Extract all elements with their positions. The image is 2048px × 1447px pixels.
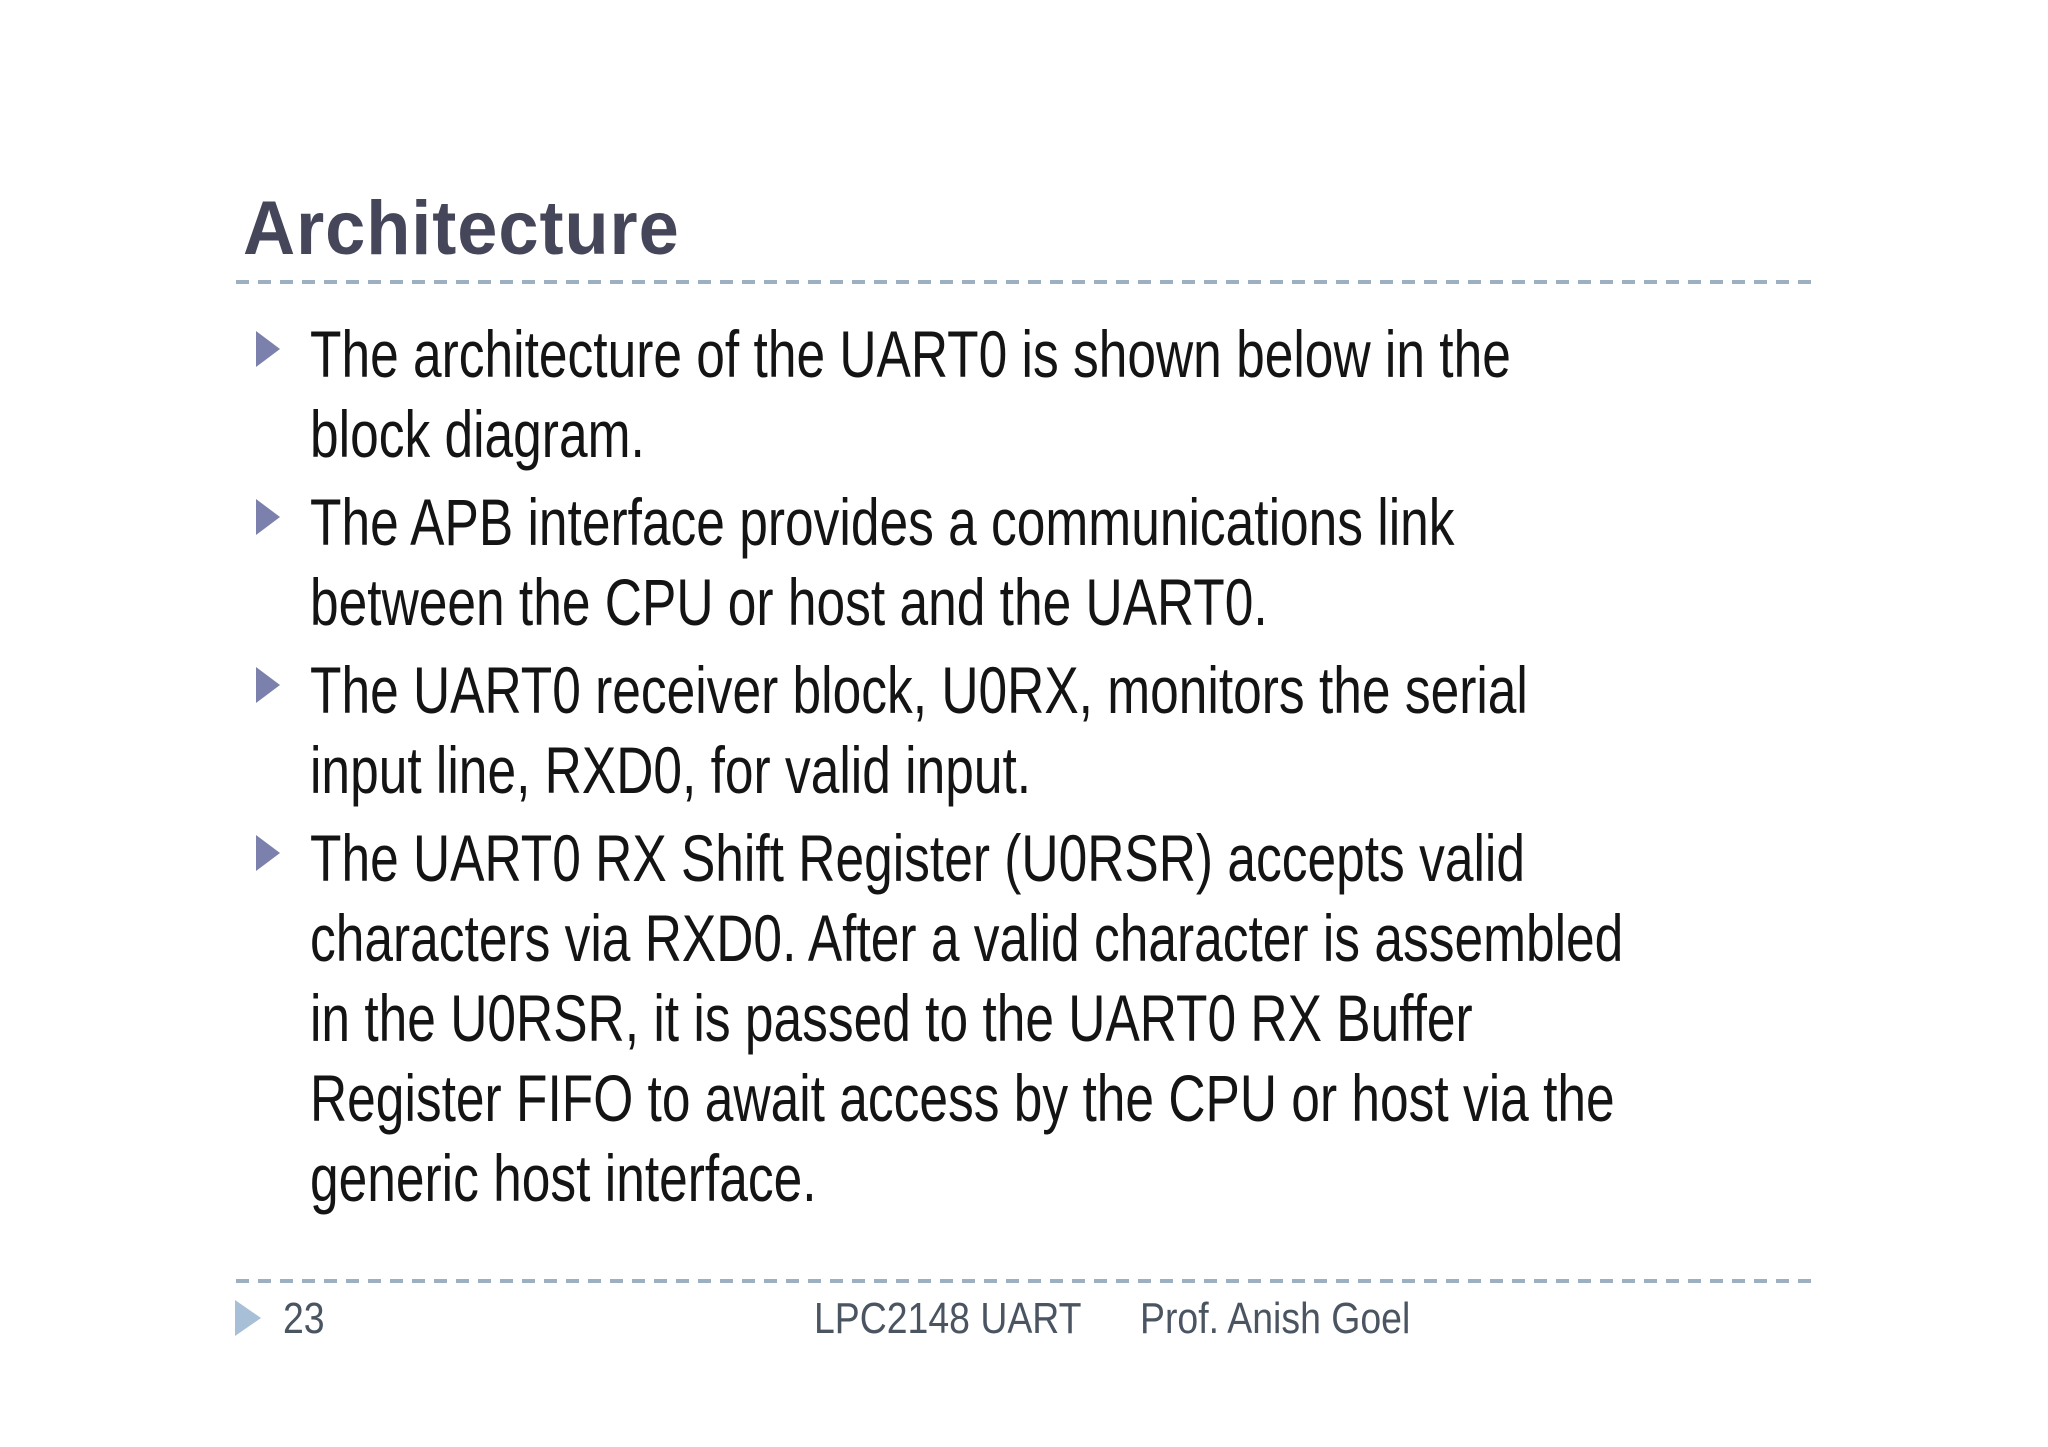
bullet-text-line: The APB interface provides a communicati… — [310, 485, 1455, 559]
bullet-text-line: The architecture of the UART0 is shown b… — [310, 317, 1511, 391]
bullet-item: The UART0 receiver block, U0RX, monitors… — [256, 650, 1856, 810]
bullet-text-line: The UART0 receiver block, U0RX, monitors… — [310, 653, 1528, 727]
bullet-text: The APB interface provides a communicati… — [310, 482, 1856, 642]
bullet-text: The UART0 RX Shift Register (U0RSR) acce… — [310, 818, 1994, 1218]
bullet-text-line: characters via RXD0. After a valid chara… — [310, 901, 1624, 975]
bullet-text-line: The UART0 RX Shift Register (U0RSR) acce… — [310, 821, 1525, 895]
bullet-arrow-icon — [256, 667, 280, 703]
bullet-text: The UART0 receiver block, U0RX, monitors… — [310, 650, 1871, 810]
page-number: 23 — [283, 1294, 325, 1343]
title-dashed-rule — [236, 280, 1814, 284]
bullet-text-line: generic host interface. — [310, 1141, 817, 1215]
bullet-arrow-icon — [256, 499, 280, 535]
footer-arrow-icon — [235, 1300, 261, 1336]
bullet-text-line: Register FIFO to await access by the CPU… — [310, 1061, 1615, 1135]
bullet-item: The APB interface provides a communicati… — [256, 482, 1856, 642]
footer-dashed-rule — [236, 1279, 1814, 1283]
bullet-text-line: between the CPU or host and the UART0. — [310, 565, 1268, 639]
bullet-text-line: input line, RXD0, for valid input. — [310, 733, 1032, 807]
bullet-list: The architecture of the UART0 is shown b… — [256, 314, 1856, 1226]
bullet-arrow-icon — [256, 835, 280, 871]
footer-author-label: Prof. Anish Goel — [1140, 1294, 1411, 1343]
bullet-arrow-icon — [256, 331, 280, 367]
page-title: Architecture — [243, 186, 680, 271]
bullet-item: The UART0 RX Shift Register (U0RSR) acce… — [256, 818, 1856, 1218]
bullet-item: The architecture of the UART0 is shown b… — [256, 314, 1856, 474]
footer-course-label: LPC2148 UART — [814, 1294, 1082, 1343]
bullet-text-line: in the U0RSR, it is passed to the UART0 … — [310, 981, 1473, 1055]
bullet-text-line: block diagram. — [310, 397, 645, 471]
bullet-text: The architecture of the UART0 is shown b… — [310, 314, 1856, 474]
